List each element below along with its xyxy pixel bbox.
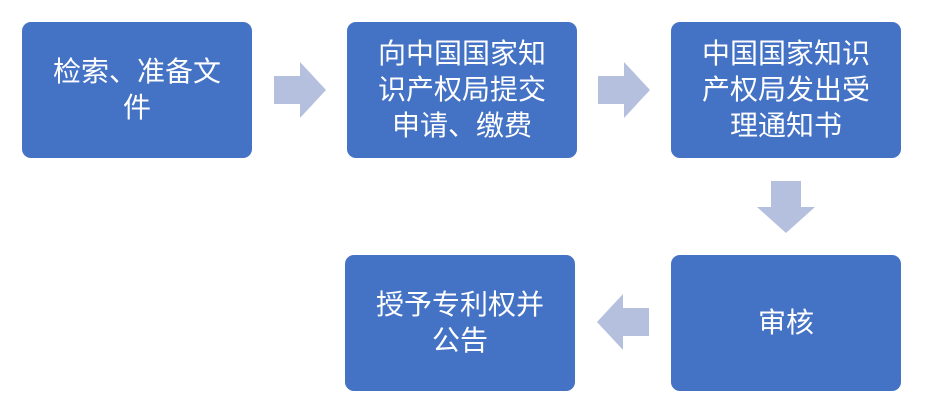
step-label: 授予专利权并公告 (375, 288, 544, 357)
arrow-down-icon (757, 181, 815, 233)
step-examination: 审核 (671, 255, 901, 391)
arrow-left-icon (597, 294, 649, 350)
arrow-right-icon (274, 62, 326, 118)
step-label: 检索、准备文件 (52, 55, 221, 124)
step-grant-and-publish: 授予专利权并公告 (345, 255, 575, 391)
step-label: 审核 (757, 306, 814, 339)
step-label: 中国国家知识产权局发出受理通知书 (701, 37, 870, 142)
step-prepare-documents: 检索、准备文件 (22, 22, 252, 158)
step-acceptance-notice: 中国国家知识产权局发出受理通知书 (671, 22, 901, 158)
step-label: 向中国国家知识产权局提交申请、缴费 (377, 37, 546, 142)
arrow-right-icon (598, 62, 650, 118)
step-submit-application: 向中国国家知识产权局提交申请、缴费 (347, 22, 577, 158)
